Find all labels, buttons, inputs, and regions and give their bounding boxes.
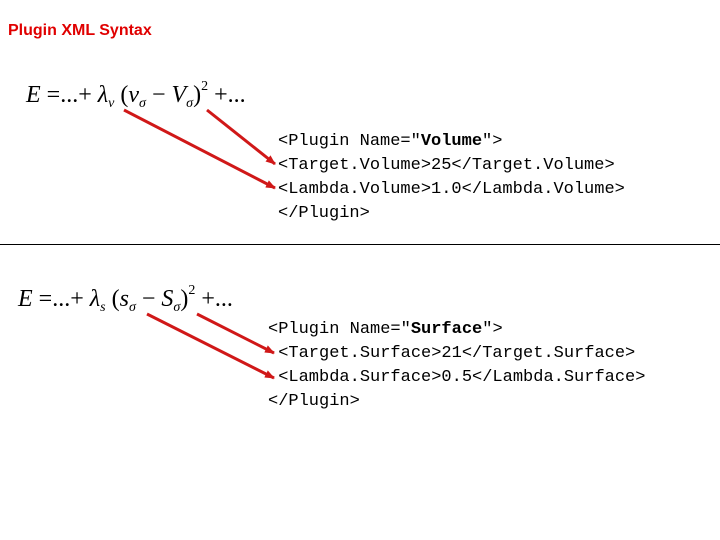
xml-lambda-volume: <Lambda.Volume>1.0</Lambda.Volume> [278,180,625,199]
xml-plugin-close: </Plugin> [268,392,360,411]
eq-energy-symbol: E [18,286,33,312]
eq-open-paren: ( [120,82,129,108]
eq-minus: − [151,82,166,108]
arrow-surface-lambda [146,312,275,380]
xml-plugin-close: </Plugin> [278,204,370,223]
eq-trailing-terms: +... [214,82,246,108]
arrow-volume-target [206,108,276,166]
eq-lambda-surface: λs [89,286,106,315]
eq-equals: = [46,82,61,108]
eq-trailing-terms: +... [201,286,233,312]
eq-open-paren: ( [111,286,120,312]
slide-title: Plugin XML Syntax [8,22,152,39]
eq-close-paren: ) [193,82,202,108]
section-divider [0,244,720,245]
eq-target-volume: Vσ [171,82,194,111]
eq-target-surface: Sσ [161,286,181,315]
eq-minus: − [141,286,156,312]
eq-close-paren: ) [180,286,189,312]
eq-leading-terms: ...+ [52,286,84,312]
surface-plugin-xml: <Plugin Name="Surface"> <Target.Surface>… [268,318,645,414]
eq-exponent: 2 [201,79,209,94]
xml-lambda-surface: <Lambda.Surface>0.5</Lambda.Surface> [268,368,646,387]
arrow-volume-lambda [123,108,276,190]
eq-current-volume: vσ [128,82,146,111]
eq-energy-symbol: E [26,82,41,108]
volume-plugin-xml: <Plugin Name="Volume"> <Target.Volume>25… [278,130,625,226]
xml-plugin-open: <Plugin Name="Surface"> [268,320,503,339]
eq-equals: = [38,286,53,312]
arrow-surface-target [196,312,275,355]
eq-exponent: 2 [188,283,196,298]
surface-energy-equation: E =...+ λs (sσ − Sσ)2 +... [18,284,233,315]
xml-target-volume: <Target.Volume>25</Target.Volume> [278,156,615,175]
volume-energy-equation: E =...+ λv (vσ − Vσ)2 +... [26,80,246,111]
xml-plugin-open: <Plugin Name="Volume"> [278,132,503,151]
eq-current-surface: sσ [119,286,136,315]
xml-target-surface: <Target.Surface>21</Target.Surface> [268,344,636,363]
eq-leading-terms: ...+ [60,82,92,108]
eq-lambda-volume: λv [97,82,115,111]
